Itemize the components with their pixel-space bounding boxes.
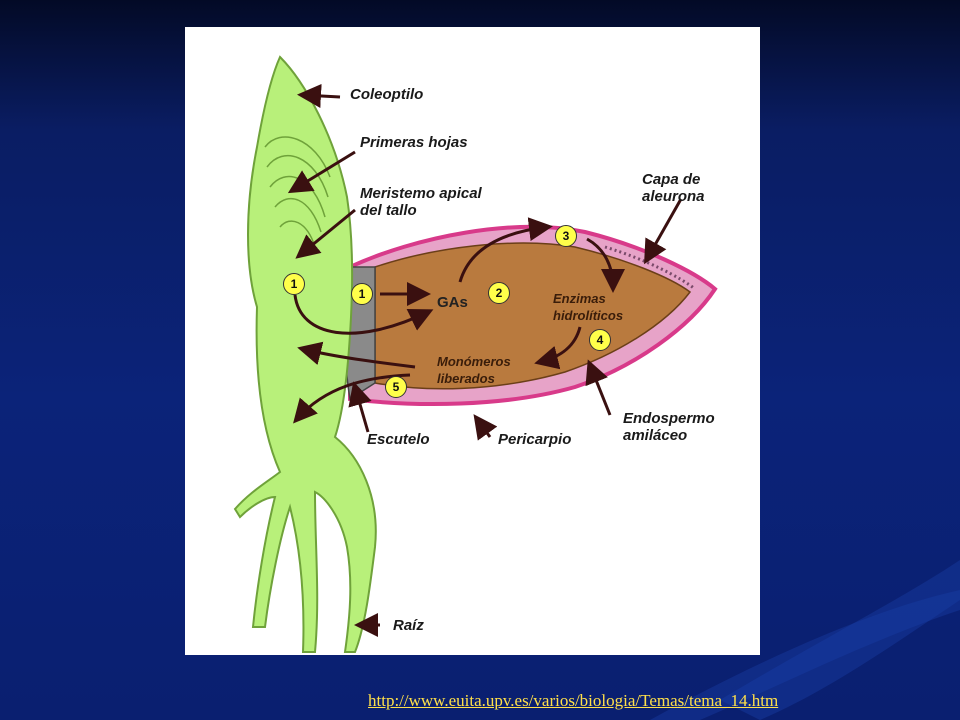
step-badge-3: 3	[555, 225, 577, 247]
seed-germination-diagram	[233, 55, 718, 653]
label-primeras-hojas: Primeras hojas	[360, 134, 468, 151]
label-enzimas: Enzimas hidrolíticos	[553, 291, 624, 323]
label-meristemo: Meristemo apical del tallo	[360, 185, 482, 219]
label-coleoptilo: Coleoptilo	[350, 86, 424, 103]
label-gas: GAs	[437, 294, 468, 311]
label-pericarpio: Pericarpio	[498, 431, 572, 448]
source-link[interactable]: http://www.euita.upv.es/varios/biologia/…	[368, 691, 779, 710]
step-badge-5: 5	[385, 376, 407, 398]
label-monomeros: Monómeros liberados	[437, 354, 511, 386]
step-badge-1-scutellum: 1	[351, 283, 373, 305]
step-badge-2: 2	[488, 282, 510, 304]
step-badge-1-embryo: 1	[283, 273, 305, 295]
label-raiz: Raíz	[393, 617, 424, 634]
label-escutelo: Escutelo	[367, 431, 430, 448]
leader-arrows	[287, 83, 683, 637]
label-endospermo: Endospermo amiláceo	[623, 410, 715, 444]
step-badge-4: 4	[589, 329, 611, 351]
process-arrows	[293, 217, 625, 424]
label-capa-aleurona: Capa de aleurona	[642, 171, 705, 205]
diagram-panel: Coleoptilo Primeras hojas Meristemo apic…	[185, 27, 760, 655]
